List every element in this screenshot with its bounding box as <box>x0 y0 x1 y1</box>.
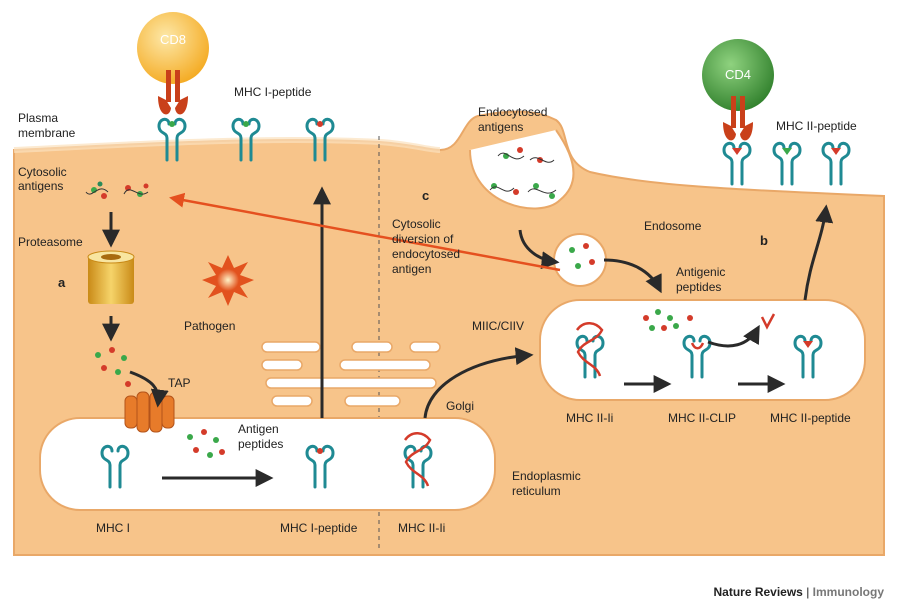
proteasome-peptides <box>95 347 131 387</box>
er-antigen-peptides <box>187 429 225 458</box>
cd8-cell <box>137 12 209 84</box>
er-label-1: Endoplasmic <box>512 469 581 483</box>
cd8-label: CD8 <box>160 32 186 47</box>
mhc1-peptide-top-label: MHC I-peptide <box>234 85 312 99</box>
invariant-chain-er <box>403 432 432 487</box>
antigenic-label-1: Antigenic <box>676 265 725 279</box>
cytosolic-antigens <box>85 181 149 199</box>
cd4-tcr <box>723 96 753 141</box>
cd8-tcr <box>158 70 188 115</box>
membrane-label: membrane <box>18 126 76 140</box>
miic-antigenic-peptides <box>643 309 693 331</box>
miic-label: MIIC/CIIV <box>472 319 524 333</box>
membrane-highlight <box>13 137 441 153</box>
journal-name: Nature Reviews <box>713 585 803 599</box>
endosome-vesicle <box>553 233 607 287</box>
cytosolic-antigens-label: antigens <box>18 179 63 193</box>
pathway-arrows <box>102 186 834 487</box>
panel-c-label: c <box>422 188 429 203</box>
journal-credit: Nature Reviews | Immunology <box>713 585 884 599</box>
mhc1-label: MHC I <box>96 521 130 535</box>
endosome-particles <box>569 243 595 269</box>
mhc2-ii-bottom-label: MHC II-Ii <box>398 521 445 535</box>
endocytosed-label-1: Endocytosed <box>478 105 547 119</box>
golgi-label: Golgi <box>446 399 474 413</box>
endocytosed-antigen-particles <box>489 147 557 199</box>
invariant-chain-miic <box>575 322 604 377</box>
mhc1-peptide-bottom-label: MHC I-peptide <box>280 521 358 535</box>
endoplasmic-reticulum <box>39 417 496 511</box>
er-label-2: reticulum <box>512 484 561 498</box>
cd4-label: CD4 <box>725 67 751 82</box>
cd4-cell <box>702 39 774 111</box>
endosome-label: Endosome <box>644 219 702 233</box>
proteasome <box>88 256 134 304</box>
diversion-label-2: diversion of <box>392 232 454 246</box>
mhc2-clip-label: MHC II-CLIP <box>668 411 736 425</box>
diversion-label-4: antigen <box>392 262 431 276</box>
credit-separator: | <box>802 585 813 599</box>
diversion-arrow <box>169 192 561 272</box>
proteasome-core <box>101 254 121 260</box>
plasma-label: Plasma <box>18 111 58 125</box>
panel-b-label: b <box>760 233 768 248</box>
diversion-label-3: endocytosed <box>392 247 460 261</box>
proteasome-label: Proteasome <box>18 235 83 249</box>
journal-section: Immunology <box>812 585 884 599</box>
pathogen-icon <box>202 255 254 306</box>
panel-a-label: a <box>58 275 66 290</box>
bound-peptides <box>169 121 841 454</box>
diversion-label-1: Cytosolic <box>392 217 441 231</box>
endocytic-pocket <box>469 129 575 210</box>
golgi-stack <box>261 341 441 407</box>
tap-transporter <box>124 391 175 433</box>
cytosolic-label: Cytosolic <box>18 165 67 179</box>
tap-label: TAP <box>168 376 190 390</box>
mhc2-peptide-top-label: MHC II-peptide <box>776 119 857 133</box>
endocytosed-label-2: antigens <box>478 120 523 134</box>
mhc2-ii-label: MHC II-Ii <box>566 411 613 425</box>
mhc2-peptide-label: MHC II-peptide <box>770 411 851 425</box>
antigen-peptides-label-1: Antigen <box>238 422 279 436</box>
antigenic-label-2: peptides <box>676 280 721 294</box>
pathogen-label: Pathogen <box>184 319 235 333</box>
antigen-peptides-label-2: peptides <box>238 437 283 451</box>
